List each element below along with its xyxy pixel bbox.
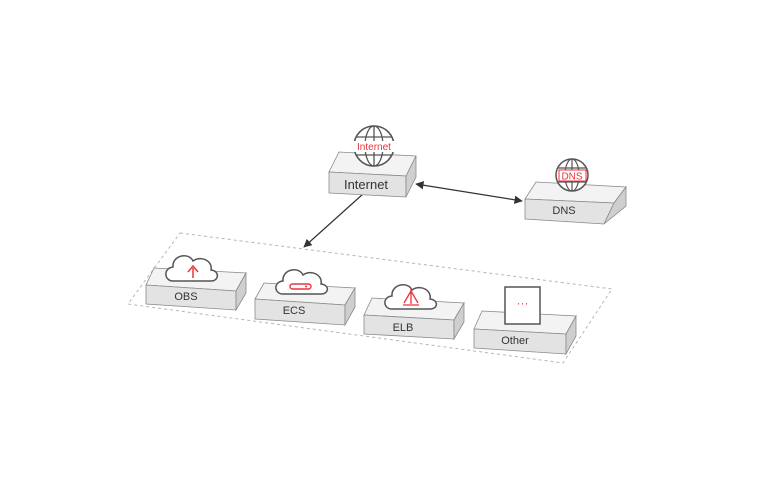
node-ecs-side: [344, 286, 356, 327]
node-internet-side: [405, 155, 417, 198]
node-dns: DNS DNS: [524, 158, 627, 225]
cloud-services-group: [127, 232, 613, 364]
node-dns-side: [603, 185, 627, 225]
obs-label: OBS: [174, 291, 197, 303]
node-other-side: [565, 314, 577, 356]
more-card-dots: ···: [517, 296, 529, 310]
internet-label: Internet: [344, 177, 388, 192]
other-label: Other: [501, 335, 529, 347]
cloud-balancer-icon: [384, 284, 438, 310]
more-card-icon: ···: [504, 286, 541, 325]
internet-icon-text: Internet: [357, 142, 391, 153]
ecs-label: ECS: [283, 305, 306, 317]
dns-icon-text: DNS: [561, 172, 582, 183]
cloud-server-icon: [275, 269, 329, 295]
node-ecs: ECS: [254, 269, 356, 327]
globe-icon: Internet: [351, 125, 397, 167]
edge-internet-group: [303, 193, 364, 248]
node-other: ··· Other: [473, 286, 577, 356]
cloud-upload-icon: [165, 255, 219, 282]
node-obs-side: [235, 271, 247, 312]
globe-icon: DNS: [555, 158, 589, 192]
edge-internet-dns: [415, 181, 523, 204]
node-elb: ELB: [363, 284, 465, 341]
elb-label: ELB: [393, 322, 414, 334]
node-elb-side: [453, 301, 465, 341]
node-internet: Internet Internet: [328, 125, 417, 198]
dns-label: DNS: [552, 205, 575, 217]
node-obs: OBS: [145, 255, 247, 312]
